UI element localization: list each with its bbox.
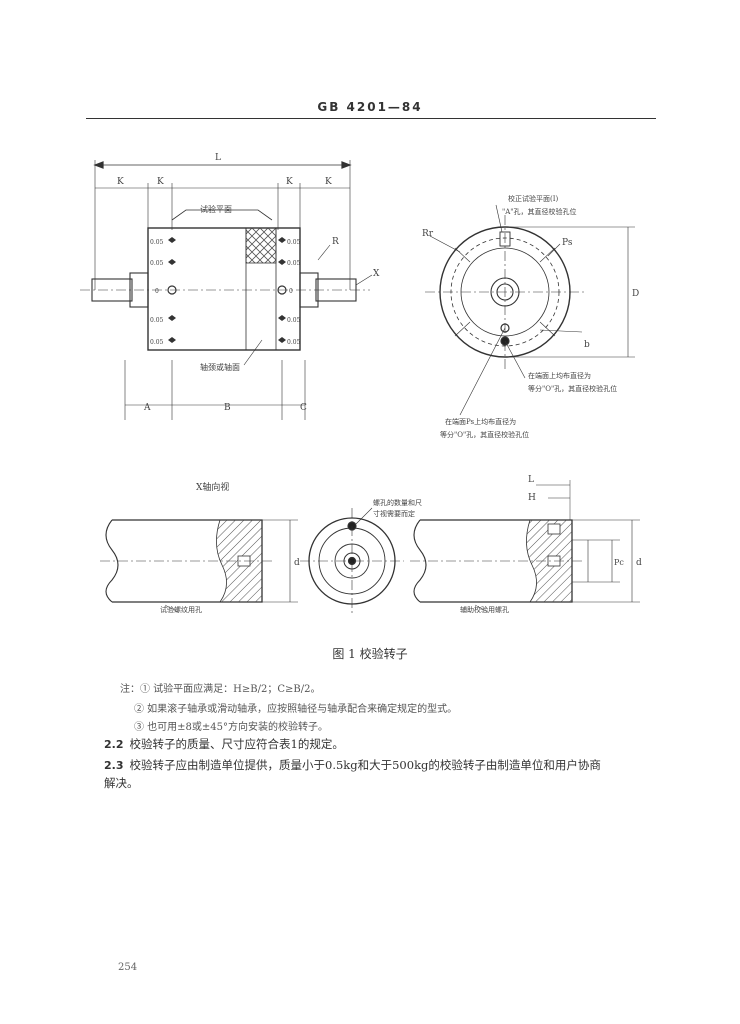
label-X: X bbox=[373, 269, 380, 279]
dim-K-left-label: K bbox=[117, 177, 124, 187]
paragraph-2-3-continued: 解决。 bbox=[104, 775, 139, 791]
rotor-side-view-ticks bbox=[168, 237, 286, 343]
dim-L-label: L bbox=[215, 153, 221, 163]
dim-L-small-label: L bbox=[528, 475, 534, 485]
right-thread-label: 辅助校验用螺孔 bbox=[460, 605, 509, 614]
dim-d-left-label: d bbox=[294, 558, 300, 568]
x-axis-views bbox=[100, 480, 640, 614]
bottom-right-note-2: 等分"O"孔，其直径校验孔位 bbox=[528, 384, 617, 393]
scale-right-4: 0.05 bbox=[287, 339, 301, 346]
journal-label: 轴颈或轴面 bbox=[200, 362, 240, 372]
paragraph-2-3: 2.3 校验转子应由制造单位提供，质量小于0.5kg和大于500kg的校验转子由制… bbox=[104, 757, 601, 773]
top-right-note-1: 校正试验平面(I) bbox=[508, 194, 558, 203]
label-Ps: Ps bbox=[562, 238, 573, 248]
lower-left-note-1: 在端面Ps上均布直径为 bbox=[445, 417, 516, 426]
standard-code-header: GB 4201—84 bbox=[317, 100, 423, 114]
paragraph-text: 校验转子的质量、尺寸应符合表1的规定。 bbox=[129, 737, 344, 751]
scale-left-0: 0.05 bbox=[150, 239, 164, 246]
scale-right-0: 0.05 bbox=[287, 239, 301, 246]
dim-K-label-2: K bbox=[157, 177, 164, 187]
dim-H-label: H bbox=[528, 493, 536, 503]
paragraph-number: 2.2 bbox=[104, 738, 124, 751]
dim-A-label: A bbox=[143, 403, 151, 413]
dim-D-label: D bbox=[632, 289, 639, 299]
scale-left-4: 0.05 bbox=[150, 339, 164, 346]
dim-K-label-3: K bbox=[286, 177, 293, 187]
dim-C-label: C bbox=[300, 403, 307, 413]
left-thread-label: 试验螺纹用孔 bbox=[160, 605, 202, 614]
mid-note-1: 螺孔的数量和尺 bbox=[373, 498, 422, 507]
rotor-end-view bbox=[425, 204, 635, 416]
scale-right-3: 0.05 bbox=[287, 317, 301, 324]
scale-right-2: 0 bbox=[289, 288, 293, 295]
paragraph-text: 校验转子应由制造单位提供，质量小于0.5kg和大于500kg的校验转子由制造单位… bbox=[129, 758, 601, 772]
paragraph-text: 解决。 bbox=[104, 776, 139, 790]
label-R: R bbox=[332, 237, 339, 247]
note-1: 注：① 试验平面应满足：H≥B/2；C≥B/2。 bbox=[120, 684, 321, 695]
scale-right-1: 0.05 bbox=[287, 260, 301, 267]
dim-K-right-label: K bbox=[325, 177, 332, 187]
scale-left-1: 0.05 bbox=[150, 260, 164, 267]
dim-Pc-label: Pc bbox=[614, 558, 624, 567]
scale-left-3: 0.05 bbox=[150, 317, 164, 324]
dim-d-right-label: d bbox=[636, 558, 642, 568]
lower-left-note-2: 等分"O"孔，其直径校验孔位 bbox=[440, 430, 529, 439]
figure-caption: 图 1 校验转子 bbox=[332, 647, 408, 661]
rotor-side-view bbox=[80, 160, 373, 420]
bottom-right-note-1: 在端面上均布直径为 bbox=[528, 371, 591, 380]
paragraph-2-2: 2.2 校验转子的质量、尺寸应符合表1的规定。 bbox=[104, 736, 344, 752]
test-plane-label: 试验平面 bbox=[200, 204, 232, 214]
dim-B-label: B bbox=[224, 403, 231, 413]
note-3: ③ 也可用±8或±45°方向安装的校验转子。 bbox=[134, 722, 329, 733]
label-b: b bbox=[584, 340, 590, 350]
mid-note-2: 寸视需要而定 bbox=[373, 509, 415, 518]
paragraph-number: 2.3 bbox=[104, 759, 124, 772]
scale-left-2: 0 bbox=[155, 288, 159, 295]
figure-1-drawing: L K K K K 试验平面 0.05 0.05 0 0.05 0.05 0.0… bbox=[80, 153, 642, 614]
page-number: 254 bbox=[118, 962, 138, 973]
note-2: ② 如果滚子轴承或滑动轴承，应按照轴径与轴承配合来确定规定的型式。 bbox=[134, 704, 458, 715]
header-rule bbox=[86, 118, 656, 119]
x-axis-view-label: X轴向视 bbox=[196, 481, 229, 493]
label-Rr: Rr bbox=[422, 229, 434, 239]
top-right-note-2: "A"孔，其直径校验孔位 bbox=[502, 207, 577, 216]
